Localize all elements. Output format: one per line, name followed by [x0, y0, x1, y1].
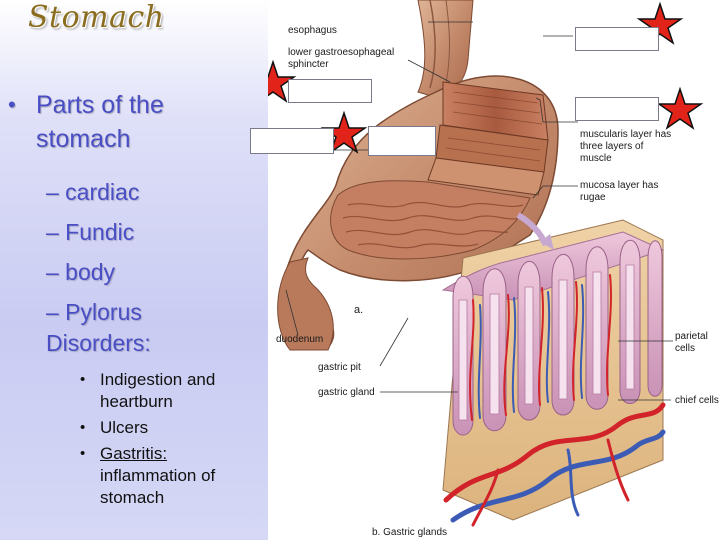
disorder-item: • Indigestion and heartburn — [80, 369, 265, 413]
bullet-dot: • — [80, 419, 86, 436]
parts-list: – cardiac – Fundic – body – Pylorus — [46, 172, 266, 332]
part-fundic: – Fundic — [46, 219, 135, 245]
answer-box-2[interactable] — [288, 79, 372, 103]
artery-vessel — [443, 402, 666, 503]
parts-heading-text: Parts of the stomach — [36, 91, 164, 153]
label-muscularis: muscularis layer has three layers of mus… — [580, 129, 672, 164]
disorder-item: • Ulcers — [80, 417, 265, 439]
label-panel-b: b. Gastric glands — [372, 527, 448, 538]
bullet-parts-heading: • Parts of the stomach — [8, 88, 263, 156]
label-sphincter: lower gastroesophageal sphincter — [288, 47, 395, 70]
bullet-dot: • — [80, 371, 86, 388]
part-cardiac: – cardiac — [46, 179, 140, 205]
muscle-layer-3 — [427, 157, 545, 196]
label-panel-a: a. — [354, 304, 364, 316]
disorders-list: • Indigestion and heartburn • Ulcers • G… — [80, 369, 265, 513]
answer-box-4[interactable] — [250, 128, 334, 154]
slide-title: Stomach — [28, 0, 165, 35]
label-gastric-gland: gastric gland — [318, 387, 375, 398]
answer-box-3[interactable] — [575, 97, 659, 121]
star-icon — [268, 59, 297, 103]
label-parietal-cells: parietal cells — [675, 331, 708, 354]
mucosa-rugae-area — [330, 180, 531, 260]
disorder-ulcers: Ulcers — [100, 418, 149, 437]
star-markers — [268, 1, 704, 154]
duodenum-shape — [277, 257, 334, 351]
stomach-diagram: esophagus lower gastroesophageal sphinct… — [250, 0, 720, 540]
label-mucosa: mucosa layer has rugae — [580, 180, 659, 203]
answer-box-5[interactable] — [368, 126, 436, 156]
disorder-gastritis-definition: inflammation of stomach — [100, 466, 216, 507]
bullet-dot: • — [8, 92, 16, 117]
label-gastric-pit: gastric pit — [318, 362, 361, 373]
disorder-gastritis-term: Gastritis: — [100, 444, 168, 463]
answer-box-1[interactable] — [575, 27, 659, 51]
star-icon — [636, 1, 684, 45]
stomach-illustration — [268, 0, 704, 527]
vein-vessel — [450, 429, 666, 523]
disorder-indigestion: Indigestion and heartburn — [100, 370, 216, 411]
star-icon — [656, 86, 704, 130]
disorder-item: • Gastritis: inflammation of stomach — [80, 443, 265, 509]
label-chief-cells: chief cells — [675, 395, 719, 406]
label-esophagus: esophagus — [288, 25, 337, 36]
label-duodenum: duodenum — [276, 334, 324, 345]
part-body: – body — [46, 259, 116, 285]
text-panel: Stomach • Parts of the stomach – cardiac… — [0, 0, 268, 540]
disorders-heading: Disorders: — [46, 330, 151, 356]
part-pylorus: – Pylorus — [46, 299, 142, 325]
bullet-dot: • — [80, 445, 86, 462]
